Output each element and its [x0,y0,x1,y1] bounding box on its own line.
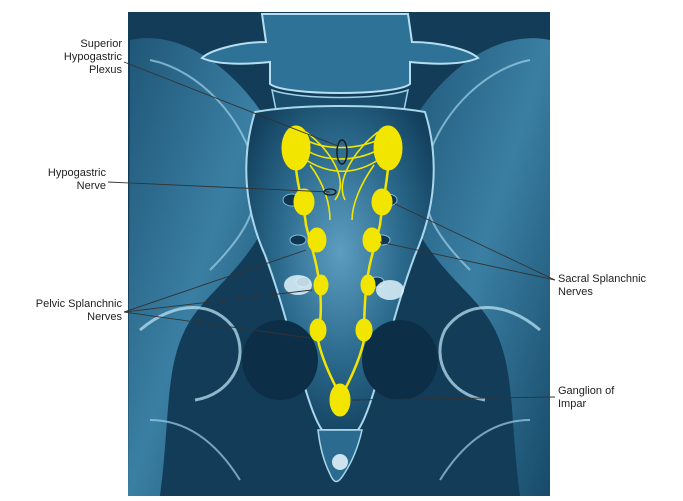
left-sacral-ganglion-2 [308,228,326,252]
label-line: Plexus [40,64,122,77]
label-line: Pelvic Splanchnic [10,298,122,311]
right-foramen-highlight [376,280,404,300]
label-hypogastric-nerve: Hypogastric Nerve [30,167,106,193]
label-line: Ganglion of [558,385,658,398]
label-pelvic-splanchnic-nerves: Pelvic Splanchnic Nerves [10,298,122,324]
right-sacral-ganglion-2 [363,228,381,252]
right-pelvic-opening [362,320,438,400]
label-ganglion-of-impar: Ganglion of Impar [558,385,658,411]
label-line: Nerves [558,286,676,299]
right-sacral-ganglion-4 [356,319,372,341]
label-line: Hypogastric [30,167,106,180]
ganglion-impar [330,384,350,416]
left-sacral-ganglion-4 [310,319,326,341]
right-sacral-ganglion-3 [361,275,375,295]
right-sacral-ganglion-1 [372,189,392,215]
left-pelvic-opening [242,320,318,400]
left-sacral-ganglion-3 [314,275,328,295]
label-line: Hypogastric [40,51,122,64]
label-line: Sacral Splanchnic [558,273,676,286]
label-line: Nerves [10,311,122,324]
label-sacral-splanchnic-nerves: Sacral Splanchnic Nerves [558,273,676,299]
label-superior-hypogastric-plexus: Superior Hypogastric Plexus [40,38,122,77]
left-sacral-ganglion-1 [294,189,314,215]
label-line: Nerve [30,180,106,193]
label-line: Impar [558,398,658,411]
label-line: Superior [40,38,122,51]
coccyx-tip [332,454,348,470]
